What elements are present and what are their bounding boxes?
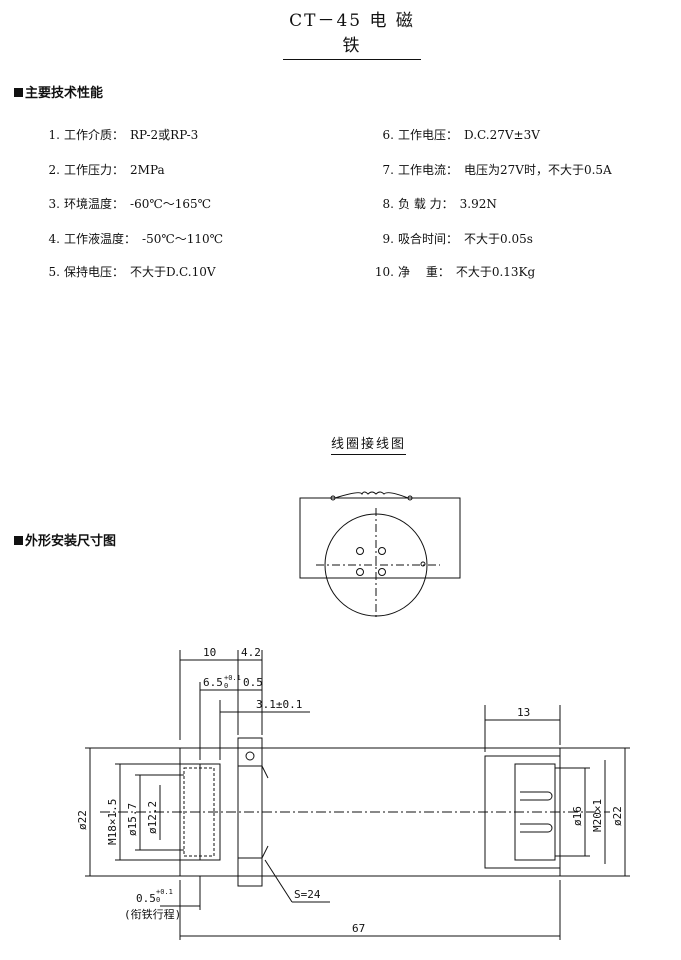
section-performance-label: 主要技术性能 — [25, 86, 104, 101]
dim-4-2: 4.2 — [241, 646, 261, 659]
dim-13: 13 — [517, 706, 530, 719]
spec-item-4: 4.工作液温度：-50℃～110℃ — [48, 232, 224, 246]
spec-item-3: 3.环境温度：-60℃～165℃ — [48, 197, 212, 211]
spec-item-2: 2.工作压力：2MPa — [48, 163, 165, 177]
dim-phi16: ø16 — [571, 806, 584, 826]
spec-item-8: 8.负 载 力：3.92N — [382, 197, 497, 211]
dim-6-5-tol-up: +0.1 — [224, 674, 241, 682]
dim-3-1: 3.1±0.1 — [256, 698, 302, 711]
dim-hex: S=24 — [294, 888, 321, 901]
stroke-note: (衔铁行程) — [124, 908, 181, 921]
dim-10: 10 — [203, 646, 216, 659]
section-outline-label: 外形安装尺寸图 — [25, 534, 117, 549]
dim-phi22-left: ø22 — [76, 810, 89, 830]
spec-item-6: 6.工作电压：D.C.27V±3V — [382, 128, 540, 142]
dim-m20: M20×1 — [591, 799, 604, 832]
coil-wiring-diagram — [299, 491, 461, 620]
dim-phi12-2: ø12.2 — [146, 801, 159, 834]
section-performance: 主要技术性能 — [14, 82, 103, 101]
dim-67: 67 — [352, 922, 365, 935]
spec-item-1: 1.工作介质：RP-2或RP-3 — [48, 128, 199, 142]
bullet-square-icon — [14, 88, 23, 97]
dim-m18: M18×1.5 — [106, 799, 119, 845]
spec-item-9: 9.吸合时间：不大于0.05s — [382, 232, 533, 246]
spec-item-10: 10.净 重：不大于0.13Kg — [374, 265, 536, 279]
dim-0-5-bottom-tol-low: 0 — [156, 896, 160, 904]
outline-dimension-drawing: 10 4.2 6.5 +0.1 0 0.5 3.1±0.1 13 ø22 M18… — [76, 646, 630, 940]
dim-6-5-tol-low: 0 — [224, 682, 228, 690]
dim-phi22-right: ø22 — [611, 806, 624, 826]
dim-0-5-bottom: 0.5 — [136, 892, 156, 905]
dim-phi15-7: ø15.7 — [126, 803, 139, 836]
bullet-square-icon — [14, 536, 23, 545]
dim-0-5: 0.5 — [243, 676, 263, 689]
dim-6-5: 6.5 — [203, 676, 223, 689]
spec-item-5: 5.保持电压：不大于D.C.10V — [48, 265, 216, 279]
spec-item-7: 7.工作电流：电压为27V时，不大于0.5A — [382, 163, 612, 177]
coil-diagram-title: 线圈接线图 — [331, 433, 407, 455]
dim-0-5-bottom-tol-up: +0.1 — [156, 888, 173, 896]
section-outline: 外形安装尺寸图 — [14, 530, 116, 549]
page-title: CT－45 电 磁 铁 — [283, 6, 421, 60]
